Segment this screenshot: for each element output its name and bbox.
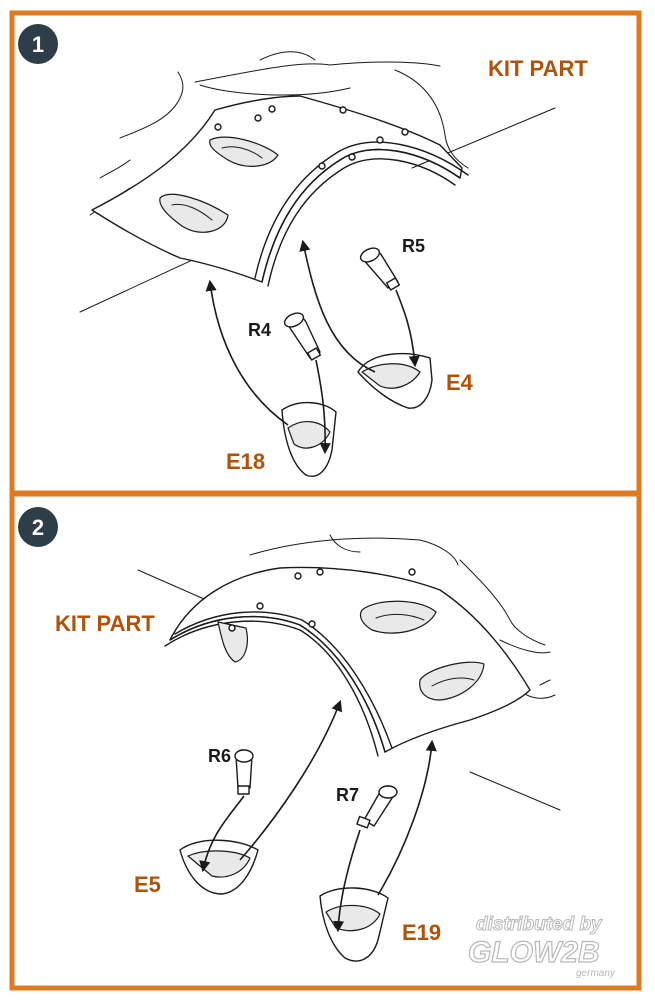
part-r4 — [283, 312, 322, 361]
arrow-r4-to-e18 — [315, 359, 331, 455]
part-e18 — [281, 402, 337, 477]
step-1-panel: 1 KIT PART — [9, 10, 642, 496]
part-e19 — [319, 887, 389, 962]
part-r7-label: R7 — [336, 785, 359, 805]
arrow-r7-to-e19 — [332, 829, 361, 933]
step-2-circle — [18, 507, 58, 547]
step-1-kit-part-label: KIT PART — [488, 56, 588, 81]
step-2-number: 2 — [32, 515, 44, 540]
step-2-kit-part-label: KIT PART — [55, 611, 155, 636]
part-r5-label: R5 — [402, 236, 425, 256]
step-1-number: 1 — [32, 32, 44, 57]
step-1-cowling — [91, 95, 469, 287]
part-r5 — [359, 247, 401, 291]
arrow-e4-to-cowling — [299, 239, 376, 373]
part-r7 — [356, 785, 398, 829]
arrow-e18-to-cowling — [205, 279, 289, 426]
distributor-watermark: distributed by GLOW2B germany — [467, 914, 616, 980]
part-r6 — [234, 749, 254, 795]
watermark-line-3: germany — [576, 968, 616, 979]
arrow-e5-to-cowling — [239, 699, 343, 861]
step-2-border — [9, 491, 642, 991]
arrow-r6-to-e5 — [199, 795, 245, 873]
arrow-r5-to-e4 — [395, 289, 420, 368]
step-2-cowling — [164, 566, 531, 757]
watermark-line-2: GLOW2B — [468, 936, 600, 969]
part-e19-label: E19 — [402, 920, 441, 945]
step-1-badge: 1 — [18, 24, 58, 64]
part-r6-label: R6 — [208, 746, 231, 766]
part-e18-label: E18 — [226, 449, 265, 474]
step-2-panel: 2 KIT PART — [9, 491, 642, 991]
part-r4-label: R4 — [248, 320, 271, 340]
part-e4-label: E4 — [446, 370, 474, 395]
step-1-circle — [18, 24, 58, 64]
part-e5-label: E5 — [134, 872, 161, 897]
part-e4 — [357, 353, 433, 409]
step-2-badge: 2 — [18, 507, 58, 547]
arrow-e19-to-cowling — [377, 739, 437, 896]
watermark-line-1: distributed by — [476, 914, 603, 935]
part-e5 — [179, 839, 259, 895]
